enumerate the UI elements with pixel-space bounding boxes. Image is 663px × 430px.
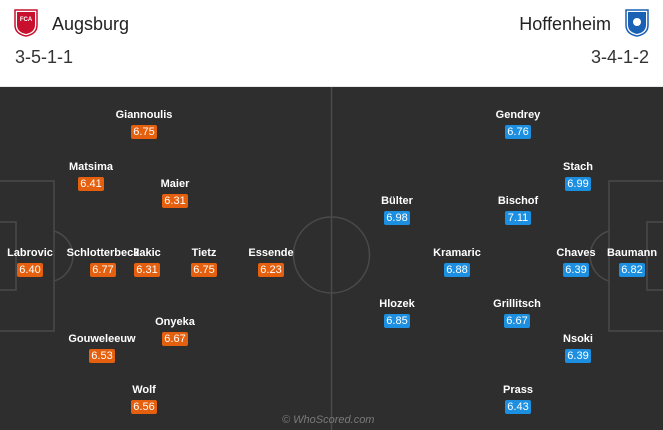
player-rating: 6.85 xyxy=(384,314,410,328)
augsburg-crest-icon: FCA xyxy=(14,9,38,37)
player-rating: 6.41 xyxy=(78,177,104,191)
player-away-hlozek[interactable]: Hlozek 6.85 xyxy=(357,297,437,329)
player-name: Bülter xyxy=(381,195,413,207)
player-home-giannoulis[interactable]: Giannoulis 6.75 xyxy=(104,108,184,140)
player-rating: 6.88 xyxy=(444,263,470,277)
away-formation: 3-4-1-2 xyxy=(590,47,649,67)
player-name: Matsima xyxy=(68,161,114,173)
player-away-stach[interactable]: Stach 6.99 xyxy=(538,160,618,192)
player-name: Labrovic xyxy=(7,247,53,259)
player-rating: 6.23 xyxy=(258,263,284,277)
home-team-name[interactable]: Augsburg xyxy=(52,14,130,34)
player-rating: 6.76 xyxy=(505,125,531,139)
player-name: Schlotterbeck xyxy=(66,247,140,259)
player-rating: 6.75 xyxy=(131,125,157,139)
player-rating: 6.31 xyxy=(162,194,188,208)
player-name: Gouweleeuw xyxy=(68,333,136,345)
player-rating: 6.98 xyxy=(384,211,410,225)
player-name: Onyeka xyxy=(155,316,195,328)
player-away-bulter[interactable]: Bülter 6.98 xyxy=(357,194,437,226)
player-home-tietz[interactable]: Tietz 6.75 xyxy=(164,246,244,278)
svg-text:FCA: FCA xyxy=(20,17,33,23)
player-away-prass[interactable]: Prass 6.43 xyxy=(478,383,558,415)
player-home-matsima[interactable]: Matsima 6.41 xyxy=(51,160,131,192)
player-name: Grillitsch xyxy=(493,298,541,310)
player-name: Giannoulis xyxy=(115,109,173,121)
player-home-schlotterbeck[interactable]: Schlotterbeck 6.77 xyxy=(63,246,143,278)
player-home-jakic[interactable]: Jakic 6.31 xyxy=(107,246,187,278)
home-formation: 3-5-1-1 xyxy=(15,47,74,67)
player-rating: 6.39 xyxy=(563,263,589,277)
player-home-onyeka[interactable]: Onyeka 6.67 xyxy=(135,315,215,347)
player-rating: 6.77 xyxy=(90,263,116,277)
player-name: Gendrey xyxy=(495,109,541,121)
player-away-grillitsch[interactable]: Grillitsch 6.67 xyxy=(477,297,557,329)
player-away-chaves[interactable]: Chaves 6.39 xyxy=(536,246,616,278)
hoffenheim-crest-icon xyxy=(625,9,649,37)
player-name: Prass xyxy=(503,384,533,396)
player-name: Maier xyxy=(160,178,190,190)
header-divider xyxy=(0,86,663,87)
player-name: Bischof xyxy=(497,195,539,207)
player-rating: 6.31 xyxy=(134,263,160,277)
player-rating: 6.40 xyxy=(17,263,43,277)
player-name: Essende xyxy=(248,247,294,259)
player-home-labrovic[interactable]: Labrovic 6.40 xyxy=(0,246,70,278)
player-rating: 6.75 xyxy=(191,263,217,277)
player-name: Nsoki xyxy=(563,333,593,345)
player-rating: 6.67 xyxy=(504,314,530,328)
player-name: Hlozek xyxy=(379,298,415,310)
watermark: © WhoScored.com xyxy=(282,414,375,426)
player-home-essende[interactable]: Essende 6.23 xyxy=(231,246,311,278)
match-header: FCA Augsburg 3-5-1-1 Hoffenheim 3-4-1-2 xyxy=(0,0,663,86)
player-home-gouweleeuw[interactable]: Gouweleeuw 6.53 xyxy=(62,332,142,364)
player-rating: 6.82 xyxy=(619,263,645,277)
player-away-nsoki[interactable]: Nsoki 6.39 xyxy=(538,332,618,364)
player-away-bischof[interactable]: Bischof 7.11 xyxy=(478,194,558,226)
player-away-gendrey[interactable]: Gendrey 6.76 xyxy=(478,108,558,140)
player-rating: 6.39 xyxy=(565,349,591,363)
player-home-wolf[interactable]: Wolf 6.56 xyxy=(104,383,184,415)
player-away-kramaric[interactable]: Kramaric 6.88 xyxy=(417,246,497,278)
player-rating: 7.11 xyxy=(505,211,531,225)
player-name: Kramaric xyxy=(433,247,481,259)
player-name: Chaves xyxy=(556,247,596,259)
player-home-maier[interactable]: Maier 6.31 xyxy=(135,177,215,209)
player-name: Jakic xyxy=(133,247,161,259)
player-name: Tietz xyxy=(191,247,217,259)
player-away-baumann[interactable]: Baumann 6.82 xyxy=(592,246,663,278)
pitch-markings xyxy=(0,87,663,430)
player-rating: 6.56 xyxy=(131,400,157,414)
player-rating: 6.99 xyxy=(565,177,591,191)
pitch: Labrovic 6.40 Gouweleeuw 6.53 Schlotterb… xyxy=(0,87,663,430)
away-team-name[interactable]: Hoffenheim xyxy=(519,14,611,34)
player-rating: 6.53 xyxy=(89,349,115,363)
player-name: Stach xyxy=(563,161,593,173)
player-name: Baumann xyxy=(606,247,658,259)
player-rating: 6.43 xyxy=(505,400,531,414)
player-name: Wolf xyxy=(132,384,156,396)
player-rating: 6.67 xyxy=(162,332,188,346)
